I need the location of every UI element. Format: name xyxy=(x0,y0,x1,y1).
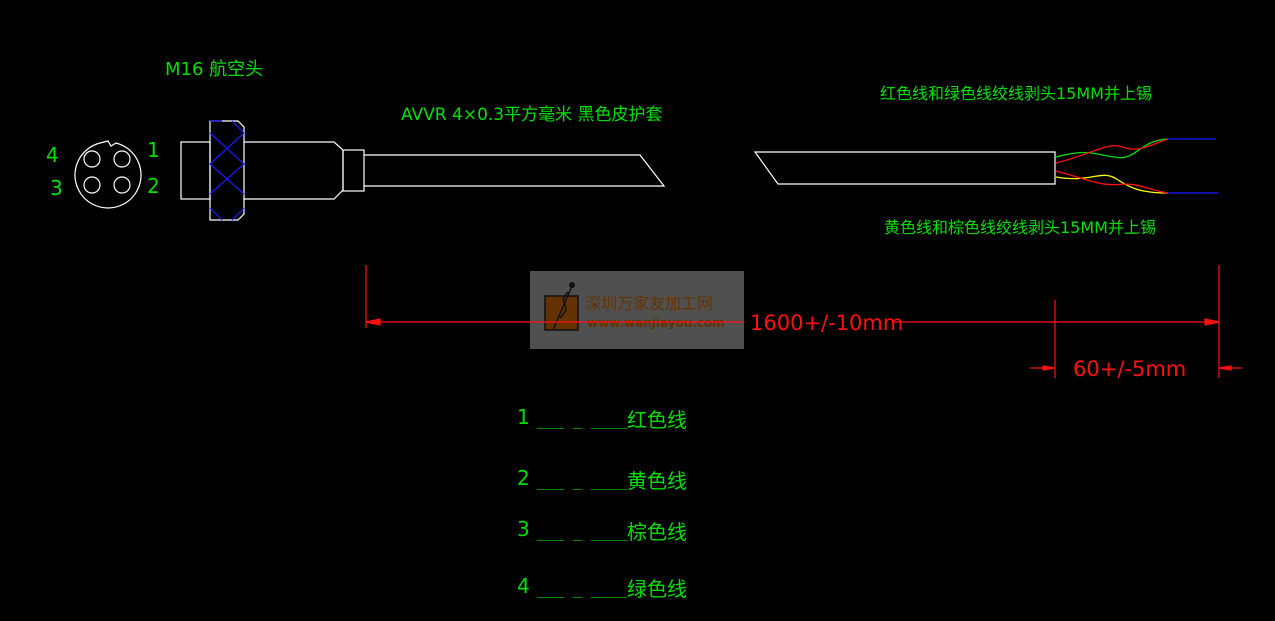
pin-label-1: 1 xyxy=(147,138,160,162)
dimension-strip: 60+/-5mm xyxy=(1073,357,1186,381)
legend-pin: 3 xyxy=(517,517,530,541)
note-yellow-brown: 黄色线和棕色线绞线剥头15MM并上锡 xyxy=(884,218,1156,237)
note-red-green: 红色线和绿色线绞线剥头15MM并上锡 xyxy=(880,84,1152,103)
legend-row: 3 ___ _ ____ 棕色线 xyxy=(517,517,687,544)
legend-dash: ___ _ ____ xyxy=(537,523,628,541)
legend-pin: 4 xyxy=(517,574,530,598)
legend-color: 黄色线 xyxy=(627,469,687,493)
legend-color: 绿色线 xyxy=(627,577,687,601)
watermark-logo-icon xyxy=(552,285,573,331)
legend-dash: ___ _ ____ xyxy=(537,411,628,429)
watermark-name: 深圳万家友加工网 xyxy=(585,294,713,313)
dimension-lines xyxy=(365,265,1242,378)
cable-left xyxy=(364,154,666,187)
twisted-wires xyxy=(1055,138,1218,194)
watermark-url: www.wanjiayou.com xyxy=(587,316,725,330)
dimension-overall: 1600+/-10mm xyxy=(750,311,903,335)
legend-pin: 2 xyxy=(517,466,530,490)
pin-label-3: 3 xyxy=(50,176,63,200)
cable-right xyxy=(753,151,1056,185)
connector-face xyxy=(74,140,142,209)
legend-row: 1 ___ _ ____ 红色线 xyxy=(517,405,687,432)
legend-pin: 1 xyxy=(517,405,530,429)
connector-title: M16 航空头 xyxy=(165,59,263,80)
connector-body xyxy=(180,120,365,221)
pin-label-2: 2 xyxy=(147,174,160,198)
legend-row: 2 ___ _ ____ 黄色线 xyxy=(517,466,687,493)
pin-label-4: 4 xyxy=(46,143,59,167)
legend-dash: ___ _ ____ xyxy=(537,472,628,490)
watermark: 深圳万家友加工网 www.wanjiayou.com xyxy=(530,271,744,349)
legend-dash: ___ _ ____ xyxy=(537,580,628,598)
legend-color: 红色线 xyxy=(627,408,687,432)
legend-row: 4 ___ _ ____ 绿色线 xyxy=(517,574,687,601)
wire-legend: 1 ___ _ ____ 红色线 2 ___ _ ____ 黄色线 3 ___ … xyxy=(517,405,687,601)
cable-spec: AVVR 4×0.3平方毫米 黑色皮护套 xyxy=(401,105,663,125)
legend-color: 棕色线 xyxy=(627,520,687,544)
